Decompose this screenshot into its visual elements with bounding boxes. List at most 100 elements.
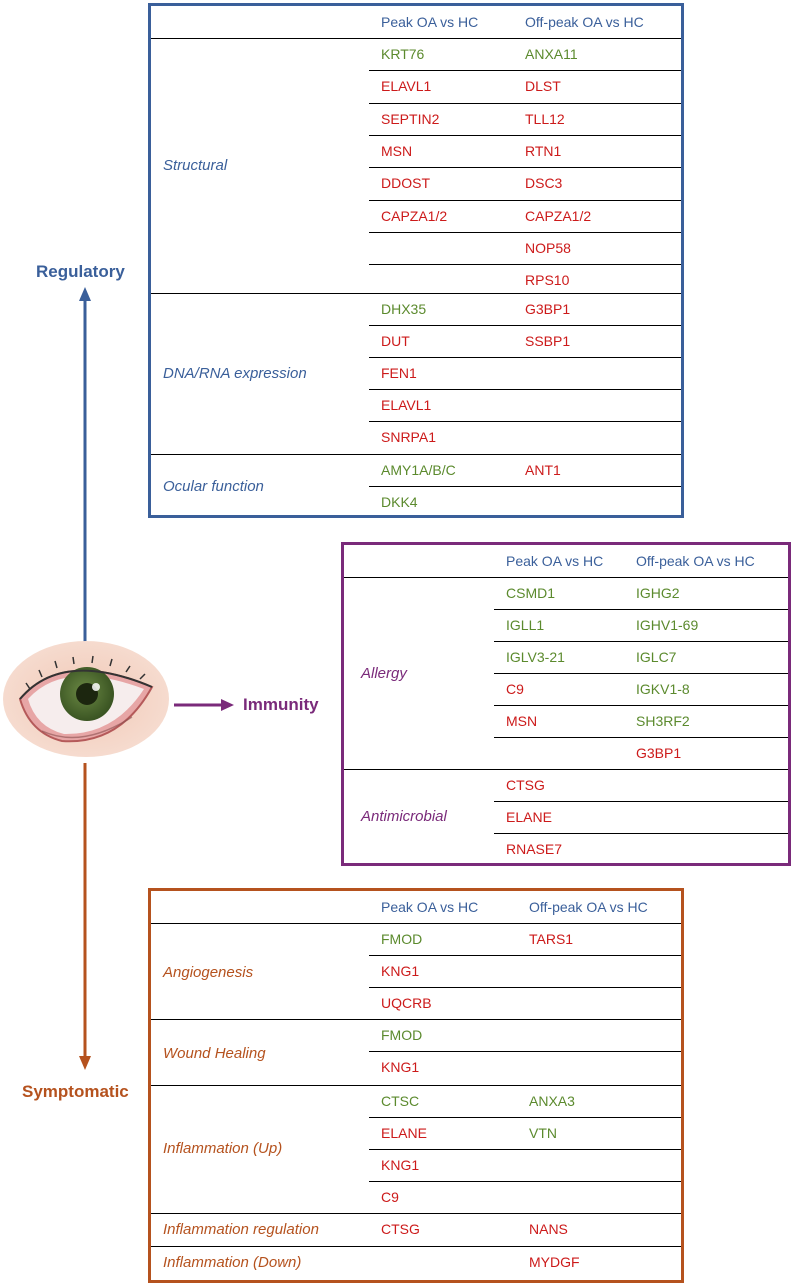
offpeak-protein-cell: SSBP1 — [525, 333, 571, 349]
peak-header: Peak OA vs HC — [381, 899, 479, 915]
peak-protein-cell: DHX35 — [381, 301, 427, 317]
peak-header: Peak OA vs HC — [381, 14, 479, 30]
peak-protein-cell: CSMD1 — [506, 585, 556, 601]
peak-protein-cell: ELANE — [506, 809, 552, 825]
row-divider — [494, 673, 788, 674]
peak-protein-cell: AMY1A/B/C — [381, 462, 456, 478]
offpeak-protein-cell: TLL12 — [525, 110, 565, 127]
peak-protein-cell: ELAVL1 — [381, 397, 432, 413]
category-label: Wound Healing — [163, 1045, 266, 1062]
offpeak-protein-cell: ANT1 — [525, 462, 561, 478]
row-divider — [494, 833, 788, 834]
offpeak-protein-cell: NANS — [529, 1221, 568, 1237]
row-divider — [494, 641, 788, 642]
peak-protein-cell: CTSC — [381, 1093, 420, 1109]
offpeak-protein-cell: G3BP1 — [636, 745, 682, 761]
category-label: Inflammation (Down) — [163, 1254, 302, 1271]
offpeak-protein-cell: DLST — [525, 78, 561, 95]
peak-protein-cell: KNG1 — [381, 1059, 420, 1075]
peak-protein-cell: IGLV3-21 — [506, 649, 565, 665]
offpeak-header: Off-peak OA vs HC — [529, 899, 648, 915]
row-divider — [494, 801, 788, 802]
regulatory-arrow — [79, 287, 91, 647]
peak-protein-cell: C9 — [506, 681, 524, 697]
offpeak-header: Off-peak OA vs HC — [525, 14, 644, 30]
row-divider — [369, 389, 681, 390]
offpeak-protein-cell: IGHG2 — [636, 585, 680, 601]
row-divider — [369, 987, 681, 988]
offpeak-protein-cell: MYDGF — [529, 1254, 580, 1270]
eye-illustration — [3, 641, 169, 757]
offpeak-protein-cell: IGHV1-69 — [636, 617, 699, 633]
peak-protein-cell: KRT76 — [381, 46, 425, 62]
peak-protein-cell: FMOD — [381, 931, 423, 947]
peak-protein-cell: FEN1 — [381, 365, 417, 381]
category-label: Ocular function — [163, 478, 264, 495]
row-divider — [369, 264, 681, 266]
row-divider — [494, 705, 788, 706]
offpeak-protein-cell: ANXA3 — [529, 1093, 575, 1109]
offpeak-protein-cell: VTN — [529, 1125, 557, 1141]
category-label: Structural — [163, 157, 228, 174]
peak-protein-cell: ELANE — [381, 1125, 427, 1141]
peak-protein-cell: SNRPA1 — [381, 429, 436, 445]
row-divider — [369, 1117, 681, 1118]
category-label: DNA/RNA expression — [163, 365, 307, 382]
offpeak-header: Off-peak OA vs HC — [636, 553, 755, 569]
peak-protein-cell: CAPZA1/2 — [381, 207, 448, 224]
offpeak-protein-cell: RTN1 — [525, 142, 562, 159]
immunity-label: Immunity — [243, 695, 319, 714]
peak-protein-cell: SEPTIN2 — [381, 110, 440, 127]
category-label: Inflammation (Up) — [163, 1140, 283, 1157]
peak-protein-cell: FMOD — [381, 1027, 423, 1043]
peak-protein-cell: DUT — [381, 333, 410, 349]
peak-protein-cell: UQCRB — [381, 995, 432, 1011]
row-divider — [369, 357, 681, 358]
peak-protein-cell: RNASE7 — [506, 841, 563, 857]
symptomatic-arrow — [79, 763, 91, 1070]
offpeak-protein-cell: G3BP1 — [525, 301, 571, 317]
row-divider — [369, 70, 681, 72]
offpeak-protein-cell: TARS1 — [529, 931, 574, 947]
immunity-arrow — [174, 699, 234, 711]
row-divider — [369, 167, 681, 169]
row-divider — [369, 1181, 681, 1182]
symptomatic-table: Peak OA vs HC Off-peak OA vs HC Angiogen… — [148, 888, 684, 1283]
category-label: Angiogenesis — [163, 964, 254, 981]
row-divider — [494, 737, 788, 738]
category-label: Inflammation regulation — [163, 1221, 319, 1238]
row-divider — [369, 231, 681, 233]
peak-protein-cell: MSN — [506, 713, 538, 729]
peak-protein-cell: MSN — [381, 142, 413, 159]
peak-protein-cell: KNG1 — [381, 963, 420, 979]
peak-header: Peak OA vs HC — [506, 553, 604, 569]
row-divider — [369, 486, 681, 487]
offpeak-protein-cell: NOP58 — [525, 239, 571, 256]
offpeak-protein-cell: IGLC7 — [636, 649, 677, 665]
peak-protein-cell: IGLL1 — [506, 617, 545, 633]
offpeak-protein-cell: DSC3 — [525, 175, 563, 192]
row-divider — [369, 102, 681, 104]
row-divider — [369, 1051, 681, 1052]
row-divider — [494, 609, 788, 610]
peak-protein-cell: C9 — [381, 1189, 399, 1205]
offpeak-protein-cell: CAPZA1/2 — [525, 207, 592, 224]
regulatory-table: Peak OA vs HC Off-peak OA vs HC Structur… — [148, 3, 684, 518]
immunity-table: Peak OA vs HC Off-peak OA vs HC Allergy … — [341, 542, 791, 866]
peak-protein-cell: DKK4 — [381, 494, 418, 510]
peak-protein-cell: ELAVL1 — [381, 78, 432, 95]
regulatory-label: Regulatory — [36, 262, 125, 281]
row-divider — [369, 325, 681, 326]
row-divider — [369, 421, 681, 422]
category-label: Allergy — [361, 665, 407, 682]
row-divider — [369, 199, 681, 201]
symptomatic-label: Symptomatic — [22, 1082, 129, 1101]
peak-protein-cell: DDOST — [381, 175, 430, 192]
offpeak-protein-cell: ANXA11 — [525, 46, 578, 62]
offpeak-protein-cell: RPS10 — [525, 272, 570, 289]
peak-protein-cell: CTSG — [506, 777, 545, 793]
row-divider — [369, 955, 681, 956]
peak-protein-cell: CTSG — [381, 1221, 420, 1237]
row-divider — [369, 1149, 681, 1150]
offpeak-protein-cell: SH3RF2 — [636, 713, 690, 729]
